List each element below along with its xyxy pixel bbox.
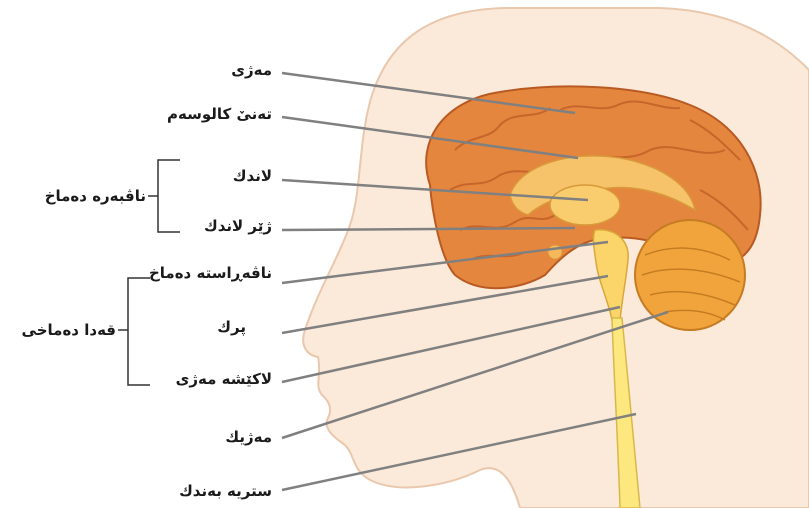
label-corpus-callosum: تەنیٚ کالوسەم [167,105,272,123]
group-label-brainstem: قەدا دەماخی [22,321,116,339]
group-label-diencephalon: ناڤبەرە دەماخ [45,187,146,205]
label-thalamus: لاندك [233,167,272,185]
brainstem-bracket [128,278,150,385]
label-pons: پرك [217,318,246,336]
label-spinal-cord: ستریە بەندك [179,482,272,500]
diencephalon-bracket [158,160,180,232]
label-medulla: لاکێشە مەژی [176,370,272,388]
cerebellum [635,220,745,330]
label-brain: مەژی [231,61,272,79]
thalamus [550,185,620,225]
label-midbrain: ناڤەڕاستە دەماخ [149,264,272,282]
label-hypothalamus: ژێر لاندك [204,217,272,235]
label-cerebellum: مەژیك [225,428,272,446]
